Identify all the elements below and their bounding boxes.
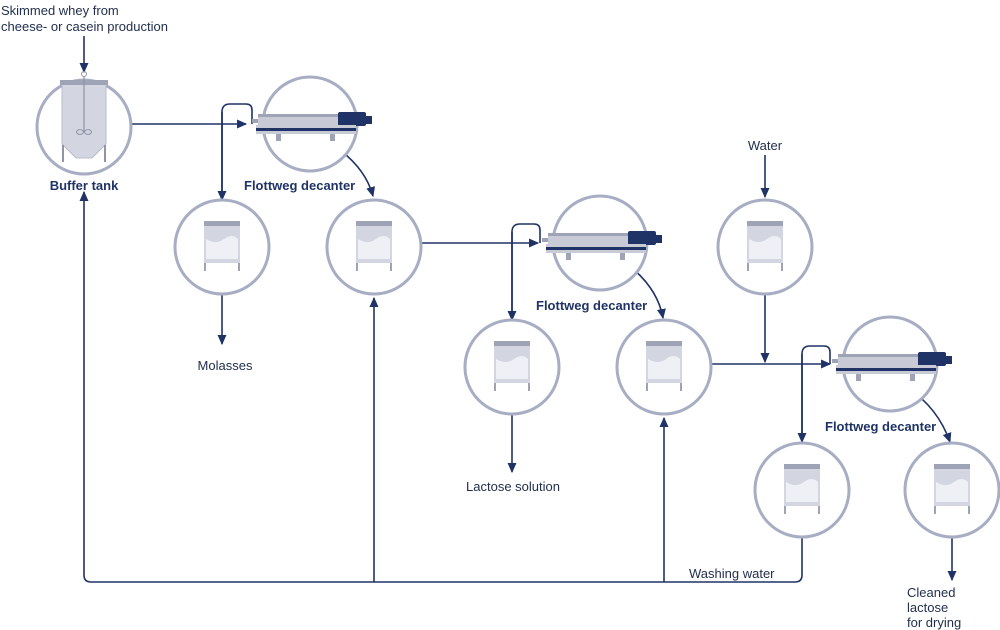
lactose-solution-label: Lactose solution: [466, 479, 560, 494]
tank-d: [615, 318, 713, 416]
buffer-tank-label: Buffer tank: [49, 178, 119, 193]
input-label: Skimmed whey from cheese- or casein prod…: [1, 3, 168, 34]
water-label: Water: [747, 138, 783, 153]
flow-washing-water-return: [79, 190, 803, 583]
flow-loop-decanter-1: [221, 103, 253, 195]
flow-loop-decanter-2: [511, 223, 541, 316]
decanter-2: [542, 194, 662, 292]
buffer-tank: [35, 71, 133, 176]
decanter-1-label: Flottweg decanter: [244, 178, 356, 193]
tank-a: [173, 198, 271, 296]
cleaned-lactose-label: Cleaned lactose for drying: [907, 585, 962, 630]
tank-b: [325, 198, 423, 296]
flow-lines: [79, 36, 957, 583]
washing-water-label: Washing water: [689, 566, 775, 581]
decanter-1: [252, 75, 372, 173]
tank-e: [716, 198, 814, 296]
flow-loop-decanter-3: [801, 345, 831, 440]
tank-f: [753, 441, 851, 539]
decanter-2-label: Flottweg decanter: [536, 298, 648, 313]
tank-c: [463, 318, 561, 416]
decanter-3-label: Flottweg decanter: [825, 419, 937, 434]
decanter-3: [832, 315, 952, 413]
tank-g: [903, 441, 1000, 539]
molasses-label: Molasses: [197, 358, 253, 373]
